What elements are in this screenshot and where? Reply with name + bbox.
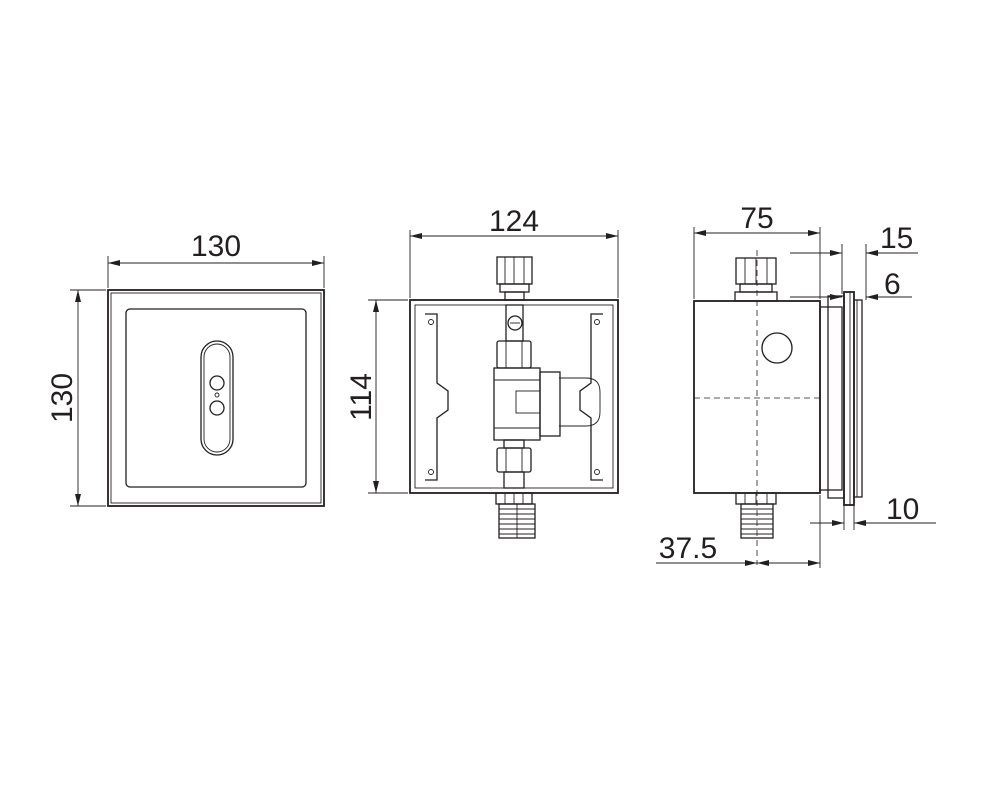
valve-core xyxy=(515,390,541,414)
dimension-flange-15: 15 xyxy=(790,222,918,300)
bracket-right xyxy=(579,313,603,481)
sensor-indicator-dot xyxy=(214,392,220,398)
dimension-label-front-width: 130 xyxy=(191,230,241,263)
top-pipe xyxy=(504,291,525,301)
side-top-washer xyxy=(734,291,778,302)
lower-pipe-2 xyxy=(503,471,525,489)
dimension-box-height: 114 xyxy=(345,299,408,494)
mounting-box-outer xyxy=(409,299,619,494)
side-plate-spacer xyxy=(819,306,843,491)
stop-valve-screw xyxy=(507,315,523,331)
dimension-label-front-height: 130 xyxy=(46,373,79,423)
side-view: 75 15 6 10 xyxy=(656,202,936,568)
lower-pipe xyxy=(503,439,525,449)
upper-coupling xyxy=(496,340,532,369)
lower-coupling xyxy=(496,447,532,473)
box-view: 124 114 xyxy=(345,205,619,539)
dimension-flange-6: 6 xyxy=(790,268,912,301)
dimension-flange-10: 10 xyxy=(810,493,936,530)
sensor-eye-upper xyxy=(209,375,225,391)
sensor-window-inner xyxy=(203,343,231,453)
top-nut-collar xyxy=(499,283,530,293)
dimension-label-side-depth: 75 xyxy=(740,202,773,235)
dimension-label-box-width: 124 xyxy=(489,205,539,238)
front-view: 130 130 xyxy=(46,230,325,507)
dimension-label-flange-15: 15 xyxy=(880,222,913,255)
dimension-label-flange-6: 6 xyxy=(884,268,901,301)
dimension-outlet-offset: 37.5 xyxy=(656,495,821,568)
side-cable-hole xyxy=(761,332,793,364)
valve-body xyxy=(493,367,541,441)
top-nut xyxy=(496,256,533,285)
dimension-label-box-height: 114 xyxy=(345,373,378,421)
solenoid-body xyxy=(539,371,561,437)
bracket-left xyxy=(425,313,449,481)
wire-loop xyxy=(559,377,601,427)
cover-plate-inner-panel xyxy=(125,308,307,488)
dimension-label-flange-10: 10 xyxy=(886,493,919,526)
dimension-front-width: 130 xyxy=(107,230,325,288)
bracket-right-hole-bottom xyxy=(594,469,600,475)
dimension-box-width: 124 xyxy=(409,205,619,298)
bracket-left-hole-top xyxy=(428,319,434,325)
side-outlet-thread xyxy=(740,503,774,539)
dimension-front-height: 130 xyxy=(46,289,106,507)
sensor-window xyxy=(200,340,234,456)
bracket-right-hole-top xyxy=(594,319,600,325)
side-cover-plate xyxy=(843,291,855,506)
cover-plate-bevel xyxy=(110,292,322,504)
dimension-label-outlet-offset: 37.5 xyxy=(659,532,717,565)
side-plate-lip xyxy=(853,299,863,498)
bracket-left-hole-bottom xyxy=(428,469,434,475)
mounting-box-inner xyxy=(414,304,614,489)
dimension-side-depth: 75 xyxy=(693,202,821,299)
sensor-eye-lower xyxy=(209,400,225,416)
side-top-collar xyxy=(739,283,773,293)
cover-plate-outer xyxy=(107,289,325,507)
